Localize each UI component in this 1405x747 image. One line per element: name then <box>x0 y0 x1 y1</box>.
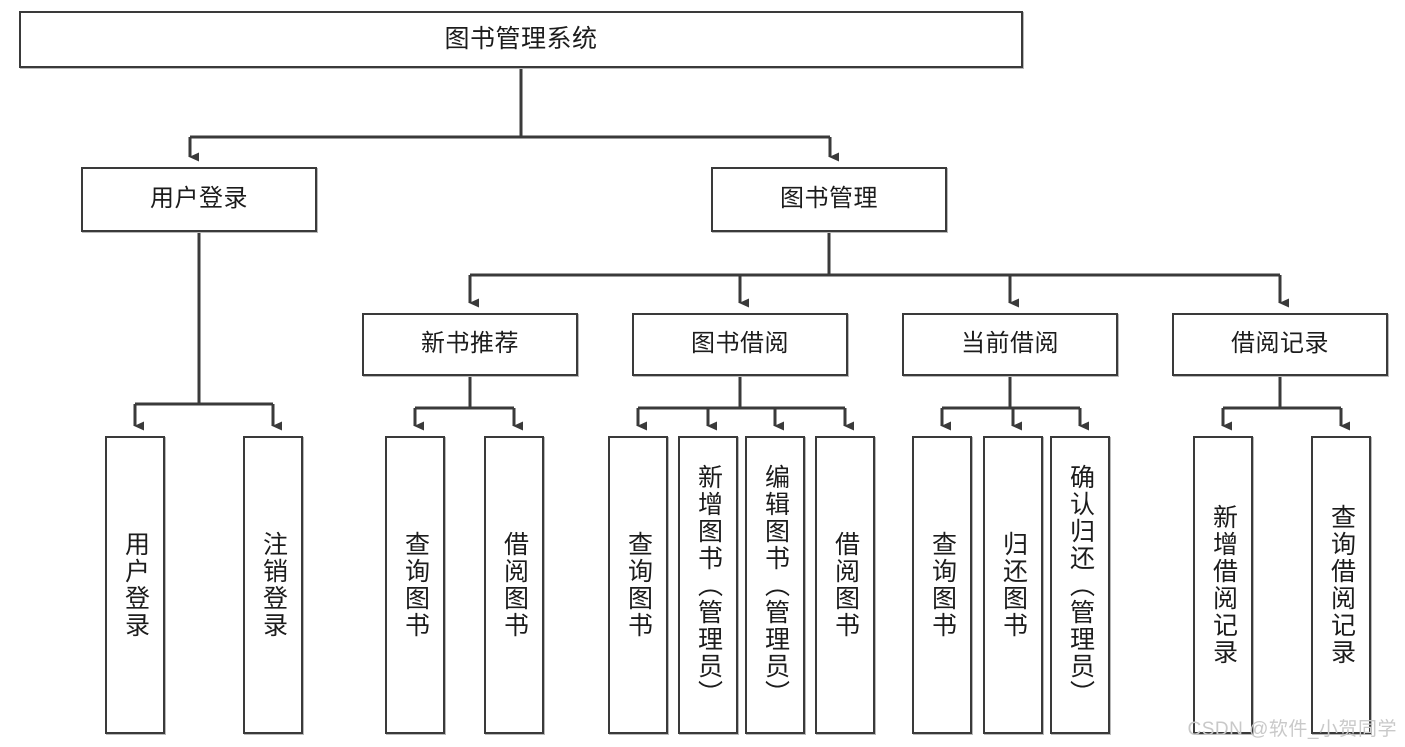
node-book-management[interactable]: 图书管理 <box>711 167 947 232</box>
node-label: 查询图书 <box>401 531 430 639</box>
watermark-text: CSDN @软件_小贺同学 <box>1187 719 1397 740</box>
node-label: 归还图书 <box>999 531 1028 639</box>
node-label: 图书管理系统 <box>444 24 598 53</box>
node-label: 当前借阅 <box>961 330 1059 358</box>
node-leaf-borrow-book-2[interactable]: 借阅图书 <box>815 436 875 734</box>
node-leaf-user-logout[interactable]: 注销登录 <box>243 436 303 734</box>
node-leaf-query-book-3[interactable]: 查询图书 <box>912 436 972 734</box>
node-leaf-query-book-2[interactable]: 查询图书 <box>608 436 668 734</box>
node-label: 查询图书 <box>928 531 957 639</box>
node-root-system[interactable]: 图书管理系统 <box>19 11 1023 68</box>
node-leaf-return-book[interactable]: 归还图书 <box>983 436 1043 734</box>
node-label: 新增借阅记录 <box>1209 504 1238 666</box>
node-label: 借阅记录 <box>1231 330 1329 358</box>
node-leaf-edit-book[interactable]: 编辑图书（管理员） <box>745 436 805 734</box>
node-leaf-borrow-book-1[interactable]: 借阅图书 <box>484 436 544 734</box>
node-leaf-query-record[interactable]: 查询借阅记录 <box>1311 436 1371 734</box>
node-leaf-add-book[interactable]: 新增图书（管理员） <box>678 436 738 734</box>
node-label: 编辑图书（管理员） <box>761 463 790 707</box>
node-label: 新书推荐 <box>421 330 519 358</box>
node-label: 用户登录 <box>150 185 248 213</box>
node-leaf-user-login[interactable]: 用户登录 <box>105 436 165 734</box>
node-current-borrow[interactable]: 当前借阅 <box>902 313 1118 376</box>
node-leaf-confirm-return[interactable]: 确认归还（管理员） <box>1050 436 1110 734</box>
node-new-book-recommend[interactable]: 新书推荐 <box>362 313 578 376</box>
node-label: 图书借阅 <box>691 330 789 358</box>
node-label: 借阅图书 <box>500 531 529 639</box>
node-book-borrow[interactable]: 图书借阅 <box>632 313 848 376</box>
node-label: 图书管理 <box>780 185 878 213</box>
node-label: 注销登录 <box>259 531 288 639</box>
node-label: 查询借阅记录 <box>1327 504 1356 666</box>
node-leaf-query-book-1[interactable]: 查询图书 <box>385 436 445 734</box>
node-label: 新增图书（管理员） <box>694 463 723 707</box>
node-label: 确认归还（管理员） <box>1066 463 1095 707</box>
node-label: 查询图书 <box>624 531 653 639</box>
node-label: 用户登录 <box>121 531 150 639</box>
node-label: 借阅图书 <box>831 531 860 639</box>
node-user-login[interactable]: 用户登录 <box>81 167 317 232</box>
node-leaf-add-record[interactable]: 新增借阅记录 <box>1193 436 1253 734</box>
node-borrow-record[interactable]: 借阅记录 <box>1172 313 1388 376</box>
